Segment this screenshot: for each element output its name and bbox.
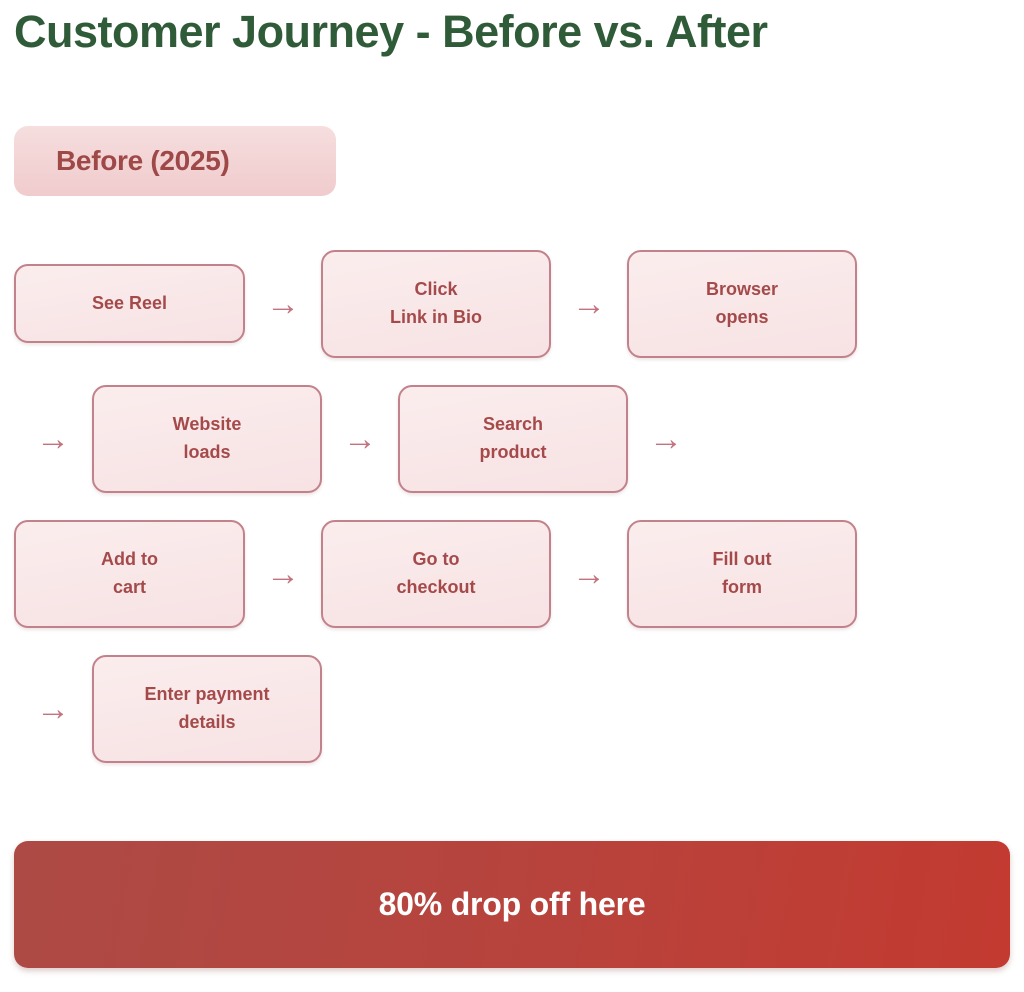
dropoff-banner: 80% drop off here: [14, 841, 1010, 968]
flow-row: → Enter payment details: [0, 641, 1024, 776]
flow-step-line2: product: [479, 441, 547, 462]
flow-row: → Website loads → Search product →: [0, 371, 1024, 506]
arrow-right-icon: →: [36, 419, 70, 458]
phase-badge-label: Before (2025): [56, 145, 230, 176]
flow-step-line1: Website: [172, 413, 242, 434]
flow-step-box[interactable]: Enter payment details: [92, 654, 322, 763]
flow-step-line1: Add to: [101, 548, 158, 569]
arrow-right-icon: →: [343, 419, 377, 458]
flow-step-line2: form: [722, 576, 762, 597]
flow-step-line2: checkout: [396, 576, 476, 597]
flow-step-line1: Click: [414, 278, 458, 299]
flow-step-line1: Enter payment: [144, 683, 270, 704]
flow-step-box[interactable]: See Reel: [14, 264, 245, 343]
arrow-right-icon: →: [572, 284, 606, 323]
flow-step-line2: cart: [112, 576, 147, 597]
flow-row: See Reel → Click Link in Bio → Browser o…: [0, 236, 1024, 371]
arrow-right-icon: →: [572, 554, 606, 593]
flow-step-line1: Fill out: [712, 548, 772, 569]
journey-flow: See Reel → Click Link in Bio → Browser o…: [0, 236, 1024, 776]
flow-step-line1: Browser: [705, 278, 779, 299]
arrow-right-icon: →: [649, 419, 683, 458]
phase-badge-before: Before (2025): [14, 126, 336, 196]
flow-step-line1: See Reel: [91, 292, 168, 313]
arrow-right-icon: →: [36, 689, 70, 728]
flow-step-line1: Go to: [412, 548, 460, 569]
flow-step-box[interactable]: Fill out form: [627, 519, 857, 628]
flow-step-box[interactable]: Add to cart: [14, 519, 245, 628]
flow-step-line2: Link in Bio: [390, 306, 482, 327]
flow-step-line2: details: [178, 711, 236, 732]
flow-step-line1: Search: [482, 413, 544, 434]
arrow-right-icon: →: [266, 554, 300, 593]
page-title: Customer Journey - Before vs. After: [14, 6, 768, 57]
flow-step-line2: loads: [183, 441, 231, 462]
flow-step-box[interactable]: Go to checkout: [321, 519, 551, 628]
flow-row: Add to cart → Go to checkout → Fill out …: [0, 506, 1024, 641]
flow-step-box[interactable]: Click Link in Bio: [321, 249, 551, 358]
flow-step-box[interactable]: Website loads: [92, 384, 322, 493]
flow-step-line2: opens: [715, 306, 769, 327]
flow-step-box[interactable]: Search product: [398, 384, 628, 493]
dropoff-banner-label: 80% drop off here: [378, 886, 646, 922]
arrow-right-icon: →: [266, 284, 300, 323]
flow-step-box[interactable]: Browser opens: [627, 249, 857, 358]
